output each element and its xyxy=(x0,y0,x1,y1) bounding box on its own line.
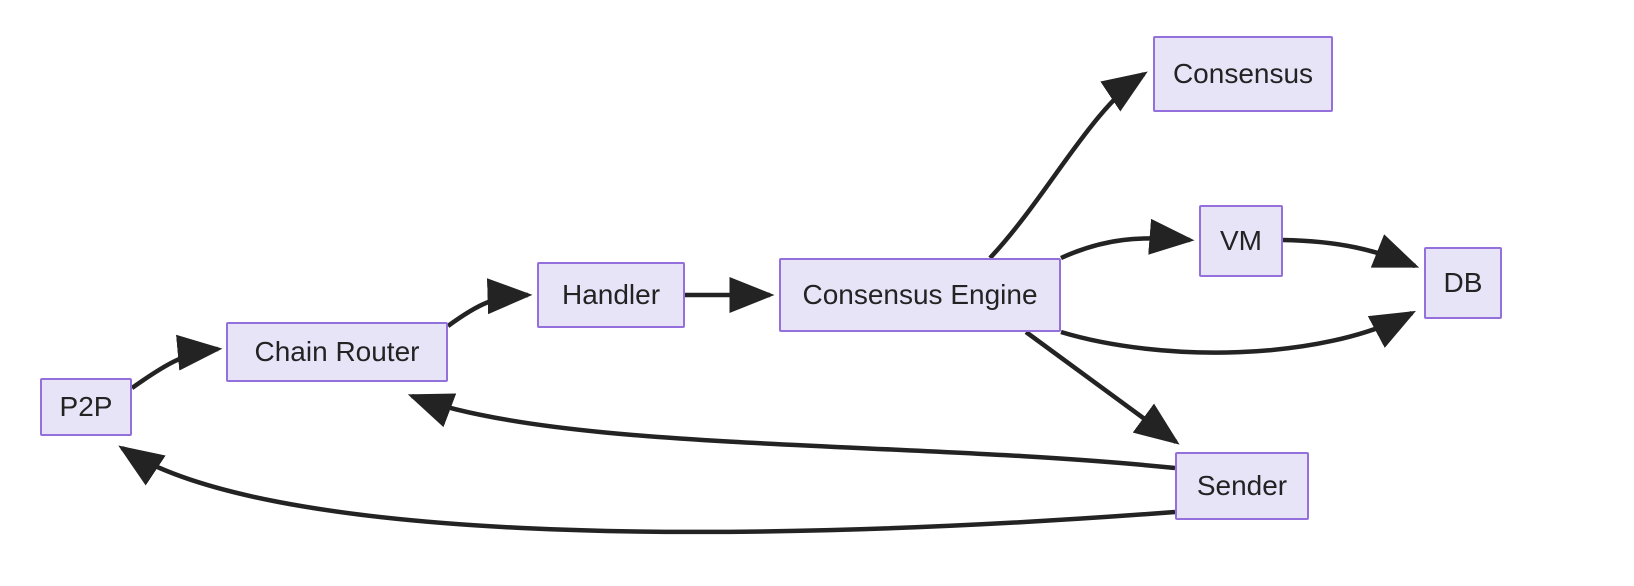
edge-p2p-to-chain-router xyxy=(130,334,223,390)
edge-sender-to-p2p xyxy=(118,445,1176,535)
node-handler[interactable]: Handler xyxy=(537,262,685,328)
node-consensus[interactable]: Consensus xyxy=(1153,36,1333,112)
edge-consensus-engine-to-db xyxy=(1060,310,1416,355)
node-db-label: DB xyxy=(1443,267,1483,298)
node-p2p[interactable]: P2P xyxy=(40,378,132,436)
node-p2p-label: P2P xyxy=(59,391,113,422)
node-sender-label: Sender xyxy=(1196,470,1288,501)
node-sender[interactable]: Sender xyxy=(1175,452,1309,520)
node-consensus-engine[interactable]: Consensus Engine xyxy=(779,258,1061,332)
node-handler-label: Handler xyxy=(561,279,661,310)
edge-consensus-engine-to-sender xyxy=(1024,330,1180,445)
node-consensus-label: Consensus xyxy=(1172,58,1314,89)
node-chain-router[interactable]: Chain Router xyxy=(226,322,448,382)
node-chain-router-label: Chain Router xyxy=(254,336,420,367)
node-vm[interactable]: VM xyxy=(1199,205,1283,277)
node-vm-label: VM xyxy=(1220,225,1262,256)
edge-consensus-engine-to-vm xyxy=(1060,218,1195,261)
node-consensus-engine-label: Consensus Engine xyxy=(802,279,1038,310)
edge-consensus-engine-to-consensus xyxy=(988,71,1148,260)
edge-sender-to-chain-router xyxy=(407,393,1176,471)
edge-vm-to-db xyxy=(1282,234,1420,269)
node-db[interactable]: DB xyxy=(1424,247,1502,319)
edge-chain-router-to-handler xyxy=(446,278,533,328)
